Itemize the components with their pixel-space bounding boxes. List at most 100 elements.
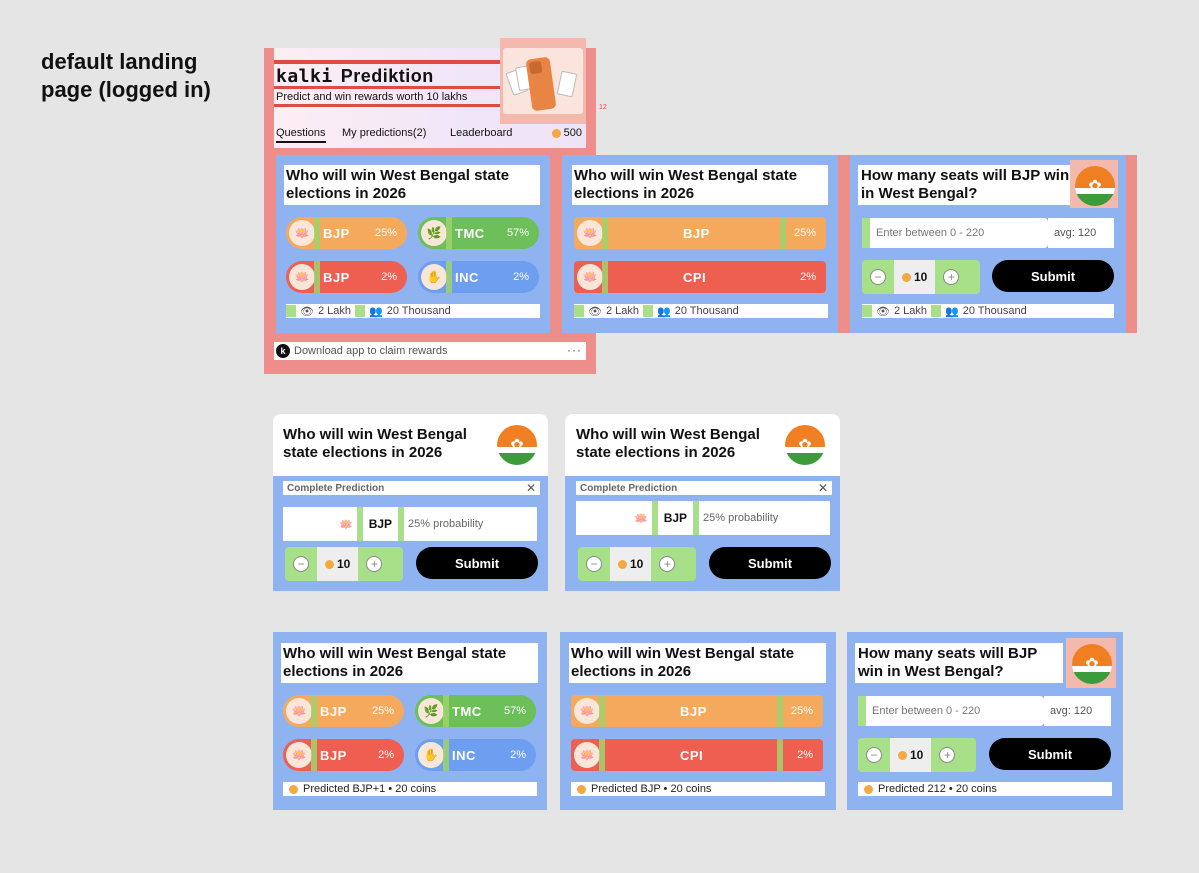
- flower-icon: 🌿: [418, 698, 444, 724]
- plus-icon[interactable]: +: [939, 747, 956, 763]
- app-subtitle: Predict and win rewards worth 10 lakhs: [276, 91, 468, 103]
- flower-icon: 🌿: [421, 220, 447, 246]
- average-value: avg: 120: [1044, 696, 1111, 726]
- coin-icon: [325, 559, 334, 569]
- voucher-card-icon: [556, 70, 578, 98]
- card-header: [858, 165, 1070, 205]
- bjp-lotus-icon: ✿: [497, 425, 537, 465]
- users-icon: 👥: [369, 305, 383, 318]
- brand-mark: kalki: [276, 66, 333, 87]
- app-title: Prediktion: [340, 66, 434, 86]
- amount-stepper[interactable]: − 10 +: [285, 547, 403, 581]
- hand-icon: ✋: [421, 264, 447, 290]
- close-icon[interactable]: ✕: [817, 481, 828, 495]
- question-title: How many seats will BJP win in West Beng…: [861, 167, 1070, 202]
- more-icon[interactable]: ···: [567, 343, 582, 357]
- amount-stepper[interactable]: − 10 +: [578, 547, 696, 581]
- tab-my-predictions[interactable]: My predictions(2): [342, 127, 427, 139]
- submit-button[interactable]: Submit: [416, 547, 538, 579]
- page-label: default landing page (logged in): [41, 49, 211, 102]
- lotus-icon: 🪷: [289, 220, 315, 246]
- minus-icon[interactable]: −: [586, 556, 602, 572]
- complete-prediction-header: Complete Prediction ✕: [576, 481, 832, 495]
- card-header: [284, 165, 540, 205]
- coin-icon: [864, 784, 873, 794]
- lotus-icon: 🪷: [286, 698, 312, 724]
- coin-icon: [898, 750, 907, 760]
- question-title: Who will win West Bengal state elections…: [574, 167, 798, 202]
- option-bjp[interactable]: 🪷 BJP 25%: [571, 695, 823, 727]
- bjp-lotus-icon: ✿: [1075, 166, 1115, 206]
- card-header: [855, 643, 1063, 683]
- option-inc[interactable]: ✋ INC 2%: [415, 739, 536, 771]
- option-tmc[interactable]: 🌿 TMC 57%: [415, 695, 536, 727]
- option-bjp-alt[interactable]: 🪷 BJP 2%: [286, 261, 407, 293]
- plus-icon[interactable]: +: [659, 556, 676, 572]
- download-app-bar[interactable]: k Download app to claim rewards ···: [274, 342, 586, 360]
- stepper-value: 10: [894, 260, 936, 294]
- option-tmc[interactable]: 🌿 TMC 57%: [418, 217, 539, 249]
- eye-icon: 👁: [876, 305, 890, 318]
- submit-button[interactable]: Submit: [989, 738, 1111, 770]
- prediction-summary: Predicted BJP+1 • 20 coins: [283, 782, 537, 796]
- option-inc[interactable]: ✋ INC 2%: [418, 261, 539, 293]
- option-cpi[interactable]: 🪷 CPI 2%: [574, 261, 826, 293]
- plus-icon[interactable]: +: [943, 269, 960, 285]
- question-title: How many seats will BJP win in West Beng…: [858, 645, 1037, 680]
- eye-icon: 👁: [300, 305, 314, 318]
- spacing-note: 12: [599, 104, 607, 111]
- card-stats: 👁 2 Lakh 👥 20 Thousand: [286, 304, 540, 318]
- prediction-summary: Predicted BJP • 20 coins: [571, 782, 825, 796]
- question-title: Who will win West Bengal state elections…: [283, 426, 467, 461]
- lotus-icon: 🪷: [339, 518, 353, 531]
- question-title: Who will win West Bengal state elections…: [283, 645, 507, 680]
- lotus-icon: 🪷: [634, 512, 648, 525]
- plus-icon[interactable]: +: [366, 556, 383, 572]
- stepper-value: 10: [317, 547, 359, 581]
- coin-icon: [289, 784, 298, 794]
- eye-icon: 👁: [588, 305, 602, 318]
- users-icon: 👥: [657, 305, 671, 318]
- lotus-icon: 🪷: [574, 698, 600, 724]
- option-bjp-alt[interactable]: 🪷 BJP 2%: [283, 739, 404, 771]
- tab-questions[interactable]: Questions: [276, 127, 326, 143]
- amount-stepper[interactable]: − 10 +: [862, 260, 980, 294]
- coin-icon: [618, 559, 627, 569]
- amount-stepper[interactable]: − 10 +: [858, 738, 976, 772]
- card-stats: 👁 2 Lakh 👥 20 Thousand: [574, 304, 828, 318]
- selected-option: 🪷 BJP 25% probability: [283, 507, 537, 541]
- minus-icon[interactable]: −: [866, 747, 882, 763]
- seats-input[interactable]: Enter between 0 - 220: [858, 696, 1044, 726]
- selected-option: 🪷 BJP 25% probability: [576, 501, 830, 535]
- overlay-bar: [274, 104, 500, 107]
- card-header: [281, 643, 538, 683]
- overlay-bar: [274, 60, 500, 64]
- tab-leaderboard[interactable]: Leaderboard: [450, 127, 513, 139]
- lotus-icon: 🪷: [289, 264, 315, 290]
- coin-icon: [577, 784, 586, 794]
- coin-icon: [902, 272, 911, 282]
- hammer-sickle-icon: 🪷: [577, 264, 603, 290]
- option-cpi[interactable]: 🪷 CPI 2%: [571, 739, 823, 771]
- option-bjp[interactable]: 🪷 BJP 25%: [286, 217, 407, 249]
- card-stats: 👁 2 Lakh 👥 20 Thousand: [862, 304, 1114, 318]
- option-bjp[interactable]: 🪷 BJP 25%: [574, 217, 826, 249]
- complete-prediction-header: Complete Prediction ✕: [283, 481, 540, 495]
- question-title: Who will win West Bengal state elections…: [576, 426, 760, 461]
- option-bjp[interactable]: 🪷 BJP 25%: [283, 695, 404, 727]
- stepper-value: 10: [890, 738, 932, 772]
- average-value: avg: 120: [1048, 218, 1114, 248]
- bjp-lotus-icon: ✿: [1072, 644, 1112, 684]
- submit-button[interactable]: Submit: [992, 260, 1114, 292]
- seats-input[interactable]: Enter between 0 - 220: [862, 218, 1048, 248]
- card-header: [572, 165, 828, 205]
- coin-icon: [551, 128, 561, 138]
- submit-button[interactable]: Submit: [709, 547, 831, 579]
- coin-balance: 500: [551, 127, 582, 139]
- hammer-sickle-icon: 🪷: [574, 742, 600, 768]
- stepper-value: 10: [610, 547, 652, 581]
- minus-icon[interactable]: −: [293, 556, 309, 572]
- question-title: Who will win West Bengal state elections…: [571, 645, 795, 680]
- minus-icon[interactable]: −: [870, 269, 886, 285]
- close-icon[interactable]: ✕: [525, 481, 536, 495]
